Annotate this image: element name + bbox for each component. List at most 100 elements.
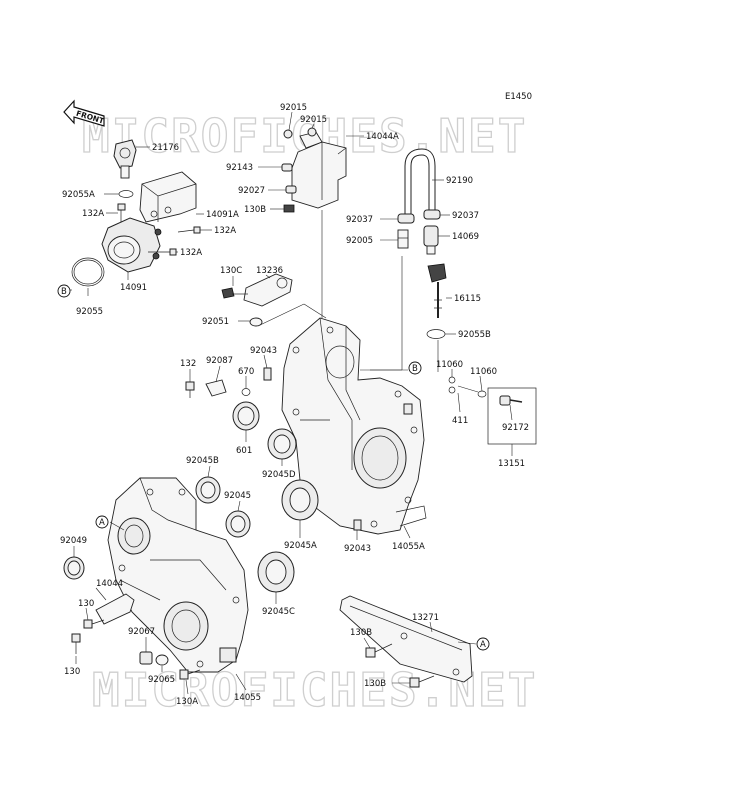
- part-number-labels: 92015 92015 14044A 21176 92143 92027 130…: [60, 103, 529, 707]
- part-label: 130B: [244, 205, 266, 215]
- part-label: 14069: [452, 232, 479, 242]
- part-label: 670: [238, 367, 254, 377]
- seal-92045: [225, 510, 251, 538]
- case-cover-14055a: [281, 317, 427, 535]
- part-label: 14055: [234, 693, 261, 703]
- bracket-92087: [205, 379, 227, 397]
- bearing-92045c: [257, 551, 295, 593]
- bolt-130-lower: [71, 633, 81, 654]
- part-label: 92051: [202, 317, 229, 327]
- bolt-130b-upper: [365, 643, 393, 658]
- bearing-92045d: [267, 428, 297, 460]
- sensor-21176: [113, 139, 137, 179]
- ref-letter: A: [99, 518, 105, 528]
- part-label: 92067: [128, 627, 155, 637]
- part-label: 132A: [180, 248, 202, 258]
- part-label: 11060: [436, 360, 463, 370]
- dowel-92043-bottom: [353, 519, 362, 531]
- part-label: 92037: [346, 215, 373, 225]
- bearing-92045a: [281, 479, 319, 521]
- fitting-92005: [397, 229, 409, 249]
- bolt-130b-lower: [409, 675, 435, 688]
- part-label: 92045C: [262, 607, 295, 617]
- seal-601: [232, 401, 260, 431]
- part-label: 130: [78, 599, 94, 609]
- leader-lines: [73, 111, 513, 695]
- seal-92045b: [195, 476, 221, 504]
- clamp-92037-right: [423, 209, 441, 220]
- part-label: 92027: [238, 186, 265, 196]
- breather-14069: [423, 225, 439, 255]
- part-label: 92045: [224, 491, 251, 501]
- crankcase-14055: [107, 477, 249, 673]
- part-label: 13236: [256, 266, 283, 276]
- part-label: 92055A: [62, 190, 95, 200]
- o-ring-92055: [71, 257, 105, 287]
- part-label: 92037: [452, 211, 479, 221]
- part-label: 92043: [344, 544, 371, 554]
- part-label: 14091: [120, 283, 147, 293]
- part-label: 92143: [226, 163, 253, 173]
- part-label: 92045B: [186, 456, 219, 466]
- part-label: 92087: [206, 356, 233, 366]
- part-label: 92065: [148, 675, 175, 685]
- ref-letter: B: [412, 364, 418, 374]
- part-label: 132: [180, 359, 196, 369]
- hose-92190: [404, 148, 436, 214]
- part-label: 14044: [96, 579, 123, 589]
- screw-92172: [499, 395, 523, 406]
- ref-marker-b-left: [57, 284, 71, 298]
- guide-lines: [70, 210, 477, 645]
- part-label: 132A: [214, 226, 236, 236]
- part-label: 92045D: [262, 470, 296, 480]
- part-label: 14091A: [206, 210, 239, 220]
- part-label: 132A: [82, 209, 104, 219]
- washer-92051: [249, 317, 263, 327]
- o-ring-92055b: [426, 329, 446, 339]
- part-label: 130B: [364, 679, 386, 689]
- bolt-132: [185, 381, 195, 398]
- part-label: 92015: [280, 103, 307, 113]
- washer-92065: [155, 654, 169, 666]
- part-label: 16115: [454, 294, 481, 304]
- part-label: 92055B: [458, 330, 491, 340]
- diagram-code: E1450: [505, 92, 532, 102]
- part-label: 92172: [502, 423, 529, 433]
- ring-11060-b: [477, 390, 487, 398]
- part-label: 14055A: [392, 542, 425, 552]
- o-ring-92055a: [118, 190, 134, 198]
- part-label: 92043: [250, 346, 277, 356]
- seal-92049: [63, 556, 85, 580]
- clamp-92037-left: [397, 213, 415, 224]
- part-label: 130C: [220, 266, 242, 276]
- plate-13271: [339, 595, 473, 683]
- part-label: 92190: [446, 176, 473, 186]
- dowel-92043-top: [263, 367, 272, 381]
- part-label: 411: [452, 416, 468, 426]
- kit-box-13151: [487, 387, 537, 445]
- dipstick-16115: [427, 263, 447, 318]
- ref-marker-a-right: [476, 637, 490, 651]
- part-label: 92005: [346, 236, 373, 246]
- part-label: 14044A: [366, 132, 399, 142]
- part-label: 601: [236, 446, 252, 456]
- part-label: 13271: [412, 613, 439, 623]
- part-label: 92049: [60, 536, 87, 546]
- part-label: 11060: [470, 367, 497, 377]
- part-label: 92055: [76, 307, 103, 317]
- lever-13236: [221, 273, 293, 307]
- bolt-130-upper: [83, 619, 105, 629]
- part-label: 13151: [498, 459, 525, 469]
- housing-14091: [101, 217, 162, 273]
- part-label: 130B: [350, 628, 372, 638]
- part-label: 130: [64, 667, 80, 677]
- cover-14091a: [139, 171, 197, 223]
- bolt-130a: [179, 669, 201, 680]
- bracket-14044: [95, 593, 135, 625]
- part-label: 92015: [300, 115, 327, 125]
- part-label: 130A: [176, 697, 198, 707]
- ring-11060-a: [448, 376, 456, 384]
- ref-marker-a-left: [95, 515, 109, 529]
- ref-marker-b-right: [408, 361, 422, 375]
